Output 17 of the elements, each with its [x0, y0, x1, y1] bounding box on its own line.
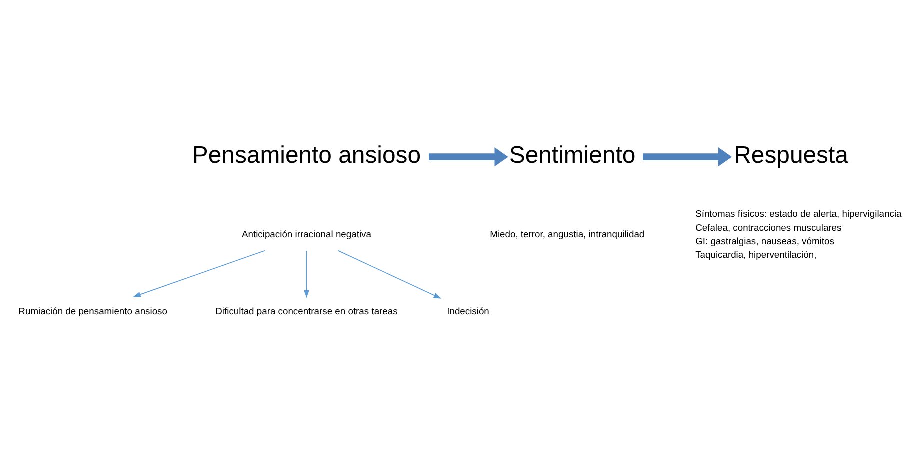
node-text: Dificultad para concentrarse en otras tareas [216, 305, 398, 316]
node-text: Rumiación de pensamiento ansioso [18, 305, 168, 316]
label: GI: gastralgias, nauseas, vómitos [696, 235, 834, 246]
label: Síntomas físicos: estado de alerta, hipervigilancia [696, 208, 902, 219]
node-text: Sentimiento [509, 141, 636, 168]
arrow [304, 250, 310, 298]
arrow [133, 250, 266, 297]
label: Taquicardia, hiperventilación, [696, 248, 817, 260]
label: Miedo, terror, angustia, intranquilidad [490, 228, 645, 240]
arrow [643, 147, 732, 166]
node-text: Respuesta [734, 141, 848, 168]
node-text: Anticipación irracional negativa [242, 228, 372, 240]
node-text: Pensamiento ansioso [192, 141, 422, 168]
arrow [338, 250, 442, 298]
node-text: Indecisión [447, 305, 490, 316]
label: Cefalea, contracciones musculares [696, 221, 842, 232]
arrow [429, 147, 508, 166]
